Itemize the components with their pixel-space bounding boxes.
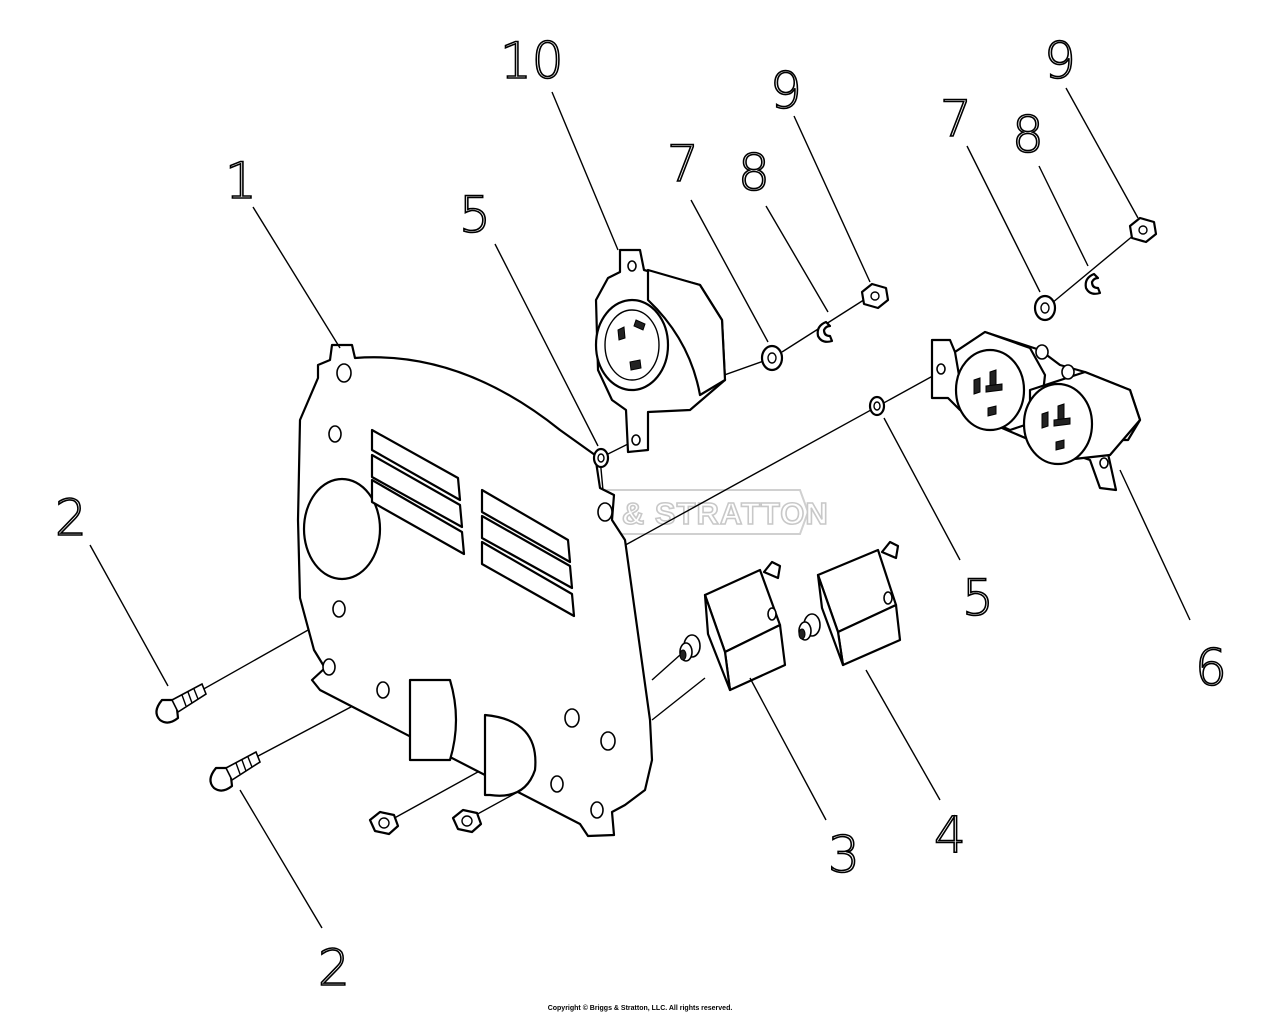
duplex-receptacle-6 [930, 330, 1142, 492]
callout-1: 1 [225, 152, 257, 210]
flat-washer-7-right [1033, 294, 1057, 322]
lock-washer-8-left [816, 320, 834, 343]
callout-2-lower: 2 [318, 939, 350, 997]
washer-5-left [592, 447, 610, 469]
callout-4: 4 [934, 806, 966, 864]
flat-washer-7-left [760, 344, 784, 372]
circuit-breaker-4 [798, 540, 902, 667]
twist-lock-receptacle-10 [594, 248, 727, 454]
washer-5-right [868, 395, 886, 417]
callout-9-left: 9 [770, 62, 802, 120]
callout-leaders [89, 87, 1191, 929]
hex-nut-left [368, 810, 400, 836]
callout-9-right: 9 [1044, 32, 1076, 90]
lock-washer-8-right [1084, 272, 1102, 295]
hex-nut-9-right [1128, 216, 1158, 244]
callout-3: 3 [828, 826, 860, 884]
callout-2-upper: 2 [55, 489, 87, 547]
callout-8-right: 8 [1012, 106, 1044, 164]
callout-5-left: 5 [459, 186, 491, 244]
control-panel-plate [296, 343, 654, 838]
callout-7-left: 7 [667, 135, 699, 193]
callout-6: 6 [1195, 639, 1227, 697]
screw-lower [209, 750, 261, 792]
hex-nut-right [451, 808, 483, 834]
callout-10: 10 [500, 32, 564, 90]
callout-numbers: 1 2 2 3 4 5 5 6 7 7 8 8 9 9 10 [54, 31, 1227, 998]
hex-nut-9-left [860, 282, 890, 310]
circuit-breaker-3 [679, 560, 787, 692]
callout-8-left: 8 [738, 144, 770, 202]
screw-upper [155, 682, 207, 724]
copyright-notice: Copyright © Briggs & Stratton, LLC. All … [547, 1005, 733, 1012]
callout-7-right: 7 [940, 90, 972, 148]
callout-5-right: 5 [962, 569, 994, 627]
